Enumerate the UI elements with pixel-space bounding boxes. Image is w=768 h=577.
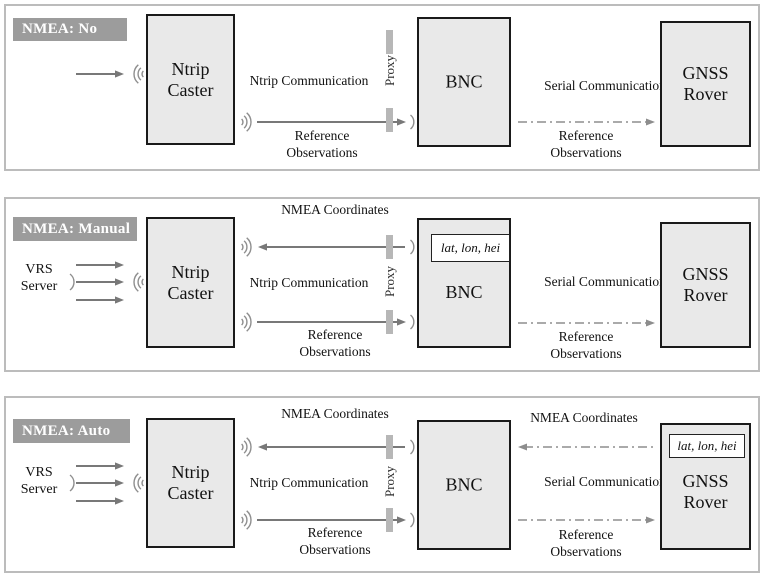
vrs-arrow: [76, 462, 124, 470]
panel-tag-label: NMEA: No: [22, 21, 98, 37]
ntrip-communication-arrow: [257, 314, 415, 330]
gnss-rover-label: GNSS Rover: [682, 471, 729, 512]
bnc-label: BNC: [445, 71, 483, 92]
serial-communication-label: Serial Communication: [544, 474, 666, 489]
receiver-arc-icon: [410, 439, 415, 455]
gnss-rover-label: GNSS Rover: [682, 264, 729, 305]
ntrip-communication-arrow: [257, 512, 415, 528]
serial-communication-arrow: [518, 319, 655, 327]
proxy-bar: [386, 30, 393, 54]
reference-observations-label: Reference Observations: [299, 327, 371, 359]
coordinates-value: lat, lon, hei: [440, 240, 501, 255]
proxy-bar: [386, 310, 393, 334]
proxy-bar: [386, 508, 393, 532]
proxy-bar: [386, 435, 393, 459]
reference-observations-label: Reference Observations: [299, 525, 371, 557]
radio-waves-icon: [241, 237, 252, 257]
proxy-label: Proxy: [382, 465, 397, 497]
radio-waves-icon: [241, 510, 252, 530]
proxy-label: Proxy: [382, 265, 397, 297]
radio-waves-icon: [241, 112, 252, 132]
ntrip-communication-label: Ntrip Communication: [249, 475, 369, 490]
bnc-node: BNC: [417, 17, 511, 147]
radio-waves-icon: [133, 473, 144, 493]
panel-nmea-no: NMEA: No Ntrip Caster Ntrip Communicatio…: [4, 4, 760, 171]
radio-waves-icon: [241, 312, 252, 332]
gnss-rover-node: GNSS Rover: [660, 21, 751, 147]
reference-observations-label: Reference Observations: [550, 329, 622, 361]
gnss-rover-node: GNSS Rover: [660, 222, 751, 348]
vrs-arrow: [76, 261, 124, 269]
panel-tag-label: NMEA: Auto: [22, 422, 111, 439]
ntrip-caster-label: Ntrip Caster: [167, 58, 214, 100]
nmea-coordinates-return-arrow: [518, 443, 654, 451]
bnc-label: BNC: [445, 474, 483, 495]
ntrip-caster-node: Ntrip Caster: [146, 418, 235, 548]
transmitter-arc-icon: [69, 474, 75, 492]
panel-nmea-auto: NMEA: Auto VRS Server Ntrip Caster NMEA …: [4, 396, 760, 573]
ntrip-caster-node: Ntrip Caster: [146, 14, 235, 145]
ntrip-communication-label: Ntrip Communication: [249, 275, 369, 290]
vrs-arrow: [76, 479, 124, 487]
ntrip-caster-label: Ntrip Caster: [167, 261, 214, 303]
radio-waves-icon: [133, 272, 144, 292]
receiver-arc-icon: [410, 512, 415, 528]
vrs-arrow: [76, 296, 124, 304]
panel-tag: NMEA: Manual: [13, 217, 137, 241]
receiver-arc-icon: [410, 239, 415, 255]
reference-observations-label: Reference Observations: [286, 128, 358, 160]
gnss-rover-node: lat, lon, hei GNSS Rover: [660, 423, 751, 550]
coordinates-value-box: lat, lon, hei: [431, 234, 510, 262]
panel-tag: NMEA: Auto: [13, 419, 130, 443]
receiver-arc-icon: [410, 314, 415, 330]
vrs-arrow: [76, 497, 124, 505]
coordinates-value: lat, lon, hei: [677, 438, 737, 453]
diagram-graphics-auto: [69, 435, 655, 532]
reference-observations-label: Reference Observations: [550, 128, 622, 160]
ntrip-caster-node: Ntrip Caster: [146, 217, 235, 348]
proxy-bar: [386, 108, 393, 132]
panel-tag: NMEA: No: [13, 18, 127, 41]
nmea-coordinates-label: NMEA Coordinates: [281, 202, 389, 217]
gnss-rover-label: GNSS Rover: [682, 63, 729, 104]
proxy-bar: [386, 235, 393, 259]
serial-communication-arrow: [518, 118, 655, 126]
proxy-label: Proxy: [382, 54, 397, 86]
bnc-label: BNC: [445, 282, 483, 302]
serial-communication-label: Serial Communication: [544, 78, 666, 93]
nmea-coordinates-arrow: [258, 239, 415, 255]
transmitter-arc-icon: [69, 273, 75, 291]
vrs-server-label: VRS Server: [20, 262, 58, 294]
radio-waves-icon: [241, 437, 252, 457]
serial-communication-label: Serial Communication: [544, 274, 666, 289]
bnc-node: lat, lon, hei BNC: [417, 218, 511, 348]
ntrip-communication-arrow: [257, 114, 415, 130]
diagram-graphics-manual: [69, 235, 655, 334]
coordinates-value-box: lat, lon, hei: [669, 434, 745, 458]
vrs-server-label: VRS Server: [20, 465, 58, 497]
bnc-node: BNC: [417, 420, 511, 550]
ntrip-caster-label: Ntrip Caster: [167, 462, 214, 503]
nmea-coordinates-label: NMEA Coordinates: [530, 410, 638, 425]
nmea-coordinates-arrow: [258, 439, 415, 455]
receiver-arc-icon: [410, 114, 415, 130]
radio-waves-icon: [133, 64, 144, 84]
diagram-graphics-no: [76, 30, 655, 132]
panel-tag-label: NMEA: Manual: [22, 220, 131, 237]
serial-communication-arrow: [518, 516, 655, 524]
feed-arrow: [76, 70, 124, 78]
vrs-arrow: [76, 278, 124, 286]
panel-nmea-manual: NMEA: Manual VRS Server Ntrip Caster NME…: [4, 197, 760, 372]
nmea-coordinates-label: NMEA Coordinates: [281, 406, 389, 421]
reference-observations-label: Reference Observations: [550, 527, 622, 559]
ntrip-communication-label: Ntrip Communication: [249, 73, 369, 88]
